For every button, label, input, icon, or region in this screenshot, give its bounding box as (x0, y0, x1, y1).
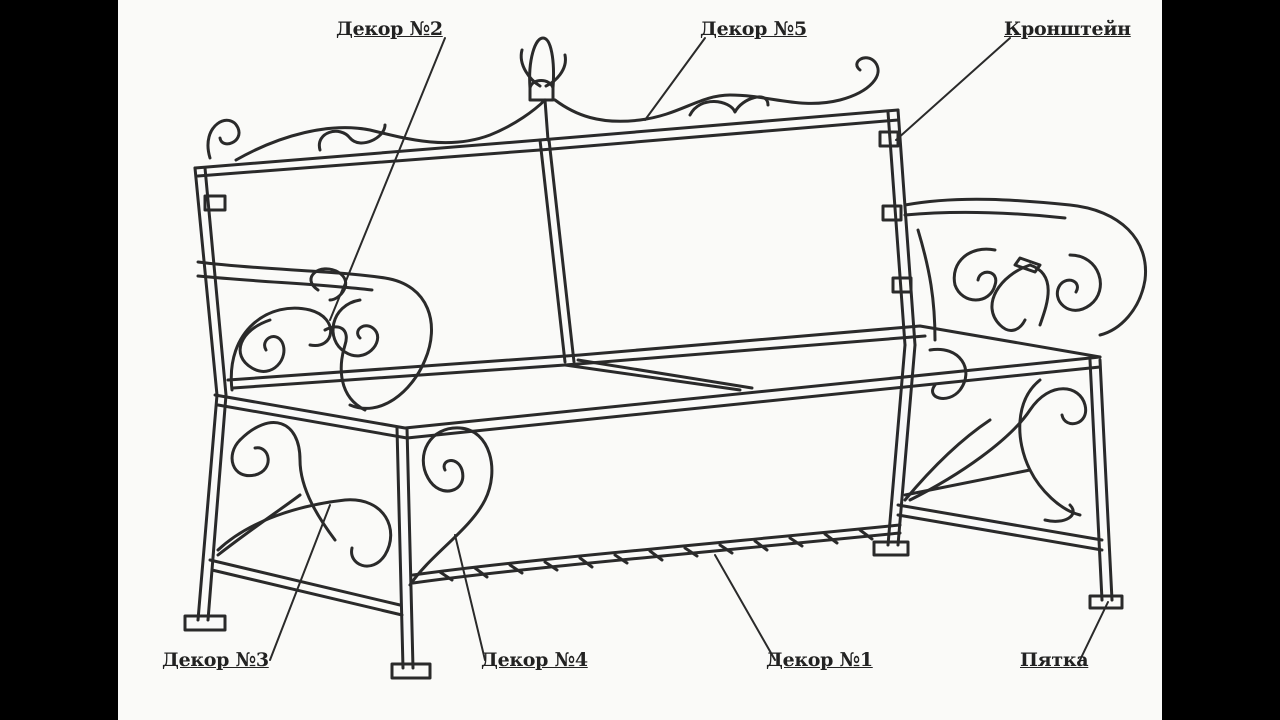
side-stretchers (208, 503, 1104, 617)
right-side-decor (903, 347, 1088, 523)
left-armrest (196, 260, 433, 412)
label-heel: Пятка (1020, 649, 1089, 671)
left-side-decor3 (216, 421, 393, 568)
right-armrest (903, 197, 1148, 342)
label-decor5: Декор №5 (700, 18, 807, 40)
front-stretcher-decor1 (411, 523, 902, 585)
label-bracket: Кронштейн (1004, 18, 1131, 40)
top-crest-decor5 (206, 36, 880, 162)
backrest-frame (193, 108, 917, 397)
label-decor3: Декор №3 (162, 649, 269, 671)
seat-frame (213, 324, 1102, 440)
leader-lines (269, 37, 1109, 661)
label-decor2: Декор №2 (336, 18, 443, 40)
front-left-decor4 (408, 426, 494, 587)
label-decor4: Декор №4 (481, 649, 588, 671)
label-decor1: Декор №1 (766, 649, 873, 671)
legs (183, 343, 1124, 680)
